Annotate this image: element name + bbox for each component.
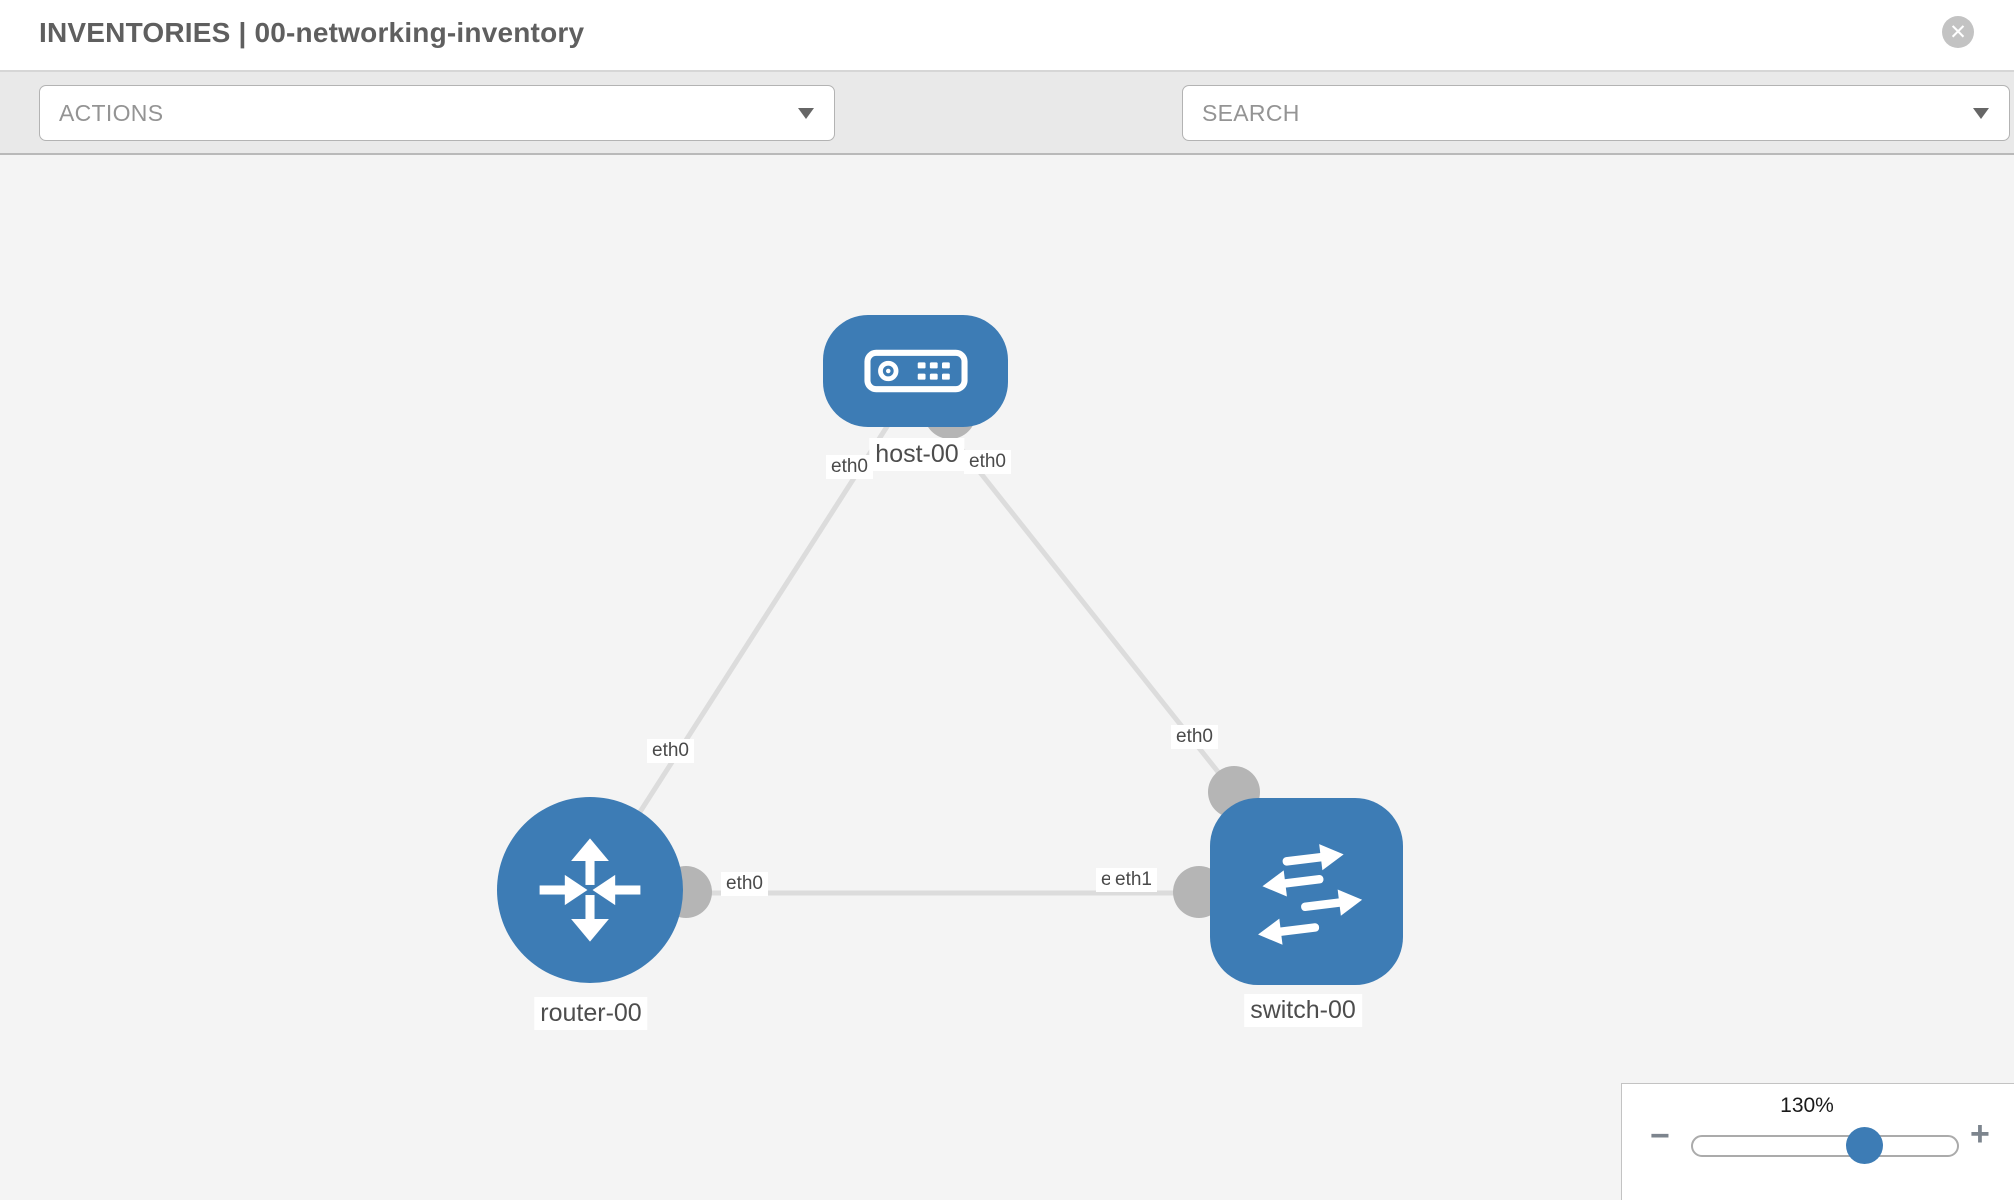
iface-label-host-eth0-right: eth0 [964,450,1011,474]
router-icon [539,838,641,942]
chevron-down-icon [798,108,814,119]
iface-label-link-left-eth0: eth0 [647,739,694,763]
toolbar: ACTIONS SEARCH [0,72,2014,203]
zoom-out-button[interactable]: − [1650,1117,1670,1155]
zoom-in-button[interactable]: + [1970,1115,1990,1153]
iface-label-router-eth0: eth0 [721,872,768,896]
node-label-switch-00: switch-00 [1244,994,1362,1027]
close-icon[interactable]: ✕ [1942,16,1974,48]
page-title: INVENTORIES | 00-networking-inventory [39,17,585,48]
topology-canvas[interactable]: host-00 router-00 switch-00 eth0 eth0 et… [0,155,2014,1200]
iface-label-link-right-eth0: eth0 [1171,725,1218,749]
topology-links-layer [587,387,1260,918]
zoom-panel: 130% − + [1621,1083,2014,1200]
zoom-slider-thumb[interactable] [1846,1127,1883,1164]
search-dropdown[interactable]: SEARCH [1182,85,2010,141]
actions-dropdown[interactable]: ACTIONS [39,85,835,141]
node-router-00[interactable] [497,797,683,983]
node-host-00[interactable] [823,315,1008,427]
node-label-router-00: router-00 [534,997,648,1030]
node-switch-00[interactable] [1210,798,1403,985]
switch-icon [1257,843,1362,945]
iface-label-host-eth0-left: eth0 [826,455,873,479]
chevron-down-icon [1973,108,1989,119]
zoom-slider-track[interactable] [1691,1135,1959,1157]
node-label-host-00: host-00 [869,438,965,471]
search-dropdown-label: SEARCH [1202,99,1300,126]
zoom-level-value: 130% [1780,1094,1834,1117]
iface-label-switch-eth1: eth1 [1110,868,1157,892]
header-bar: INVENTORIES | 00-networking-inventory ✕ [0,0,2014,72]
host-icon [863,349,968,393]
actions-dropdown-label: ACTIONS [59,99,164,126]
